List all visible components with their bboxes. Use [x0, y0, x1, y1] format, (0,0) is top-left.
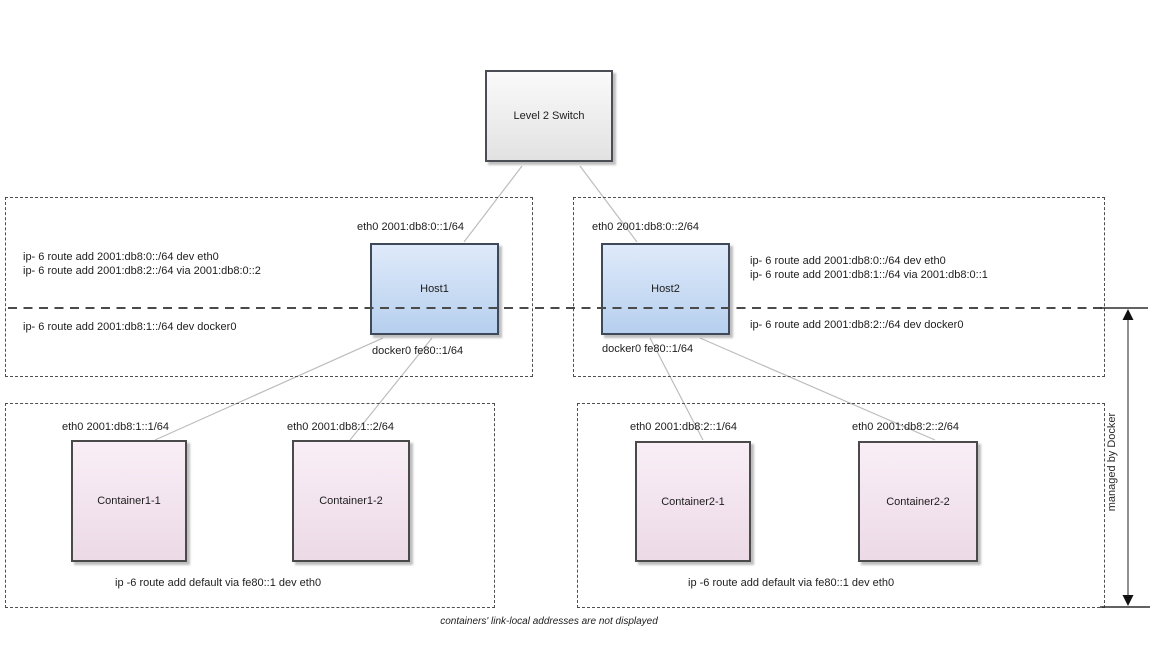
host1-node: Host1 — [370, 243, 499, 335]
host2-route-3: ip- 6 route add 2001:db8:2::/64 dev dock… — [750, 319, 964, 331]
group2-default-route: ip -6 route add default via fe80::1 dev … — [688, 577, 895, 589]
container1-1-node: Container1-1 — [71, 440, 187, 562]
container2-1-eth0-label: eth0 2001:db8:2::1/64 — [630, 421, 738, 433]
host1-routes-docker0: ip- 6 route add 2001:db8:1::/64 dev dock… — [23, 320, 236, 334]
host2-eth0-label: eth0 2001:db8:0::2/64 — [592, 221, 700, 233]
container2-1-label: Container2-1 — [661, 495, 725, 508]
edge-host2-container2-2 — [699, 337, 936, 441]
host1-route-3: ip- 6 route add 2001:db8:1::/64 dev dock… — [23, 321, 237, 333]
host2-routes-docker0: ip- 6 route add 2001:db8:2::/64 dev dock… — [750, 318, 963, 332]
host1-containers-region — [5, 403, 495, 608]
host1-eth0-label: eth0 2001:db8:0::1/64 — [357, 221, 465, 233]
container2-2-node: Container2-2 — [858, 441, 978, 562]
diagram-caption: containers' link-local addresses are not… — [440, 616, 658, 627]
host1-label: Host1 — [420, 283, 449, 295]
container2-2-label: Container2-2 — [886, 495, 950, 508]
edge-host1-container1-1 — [154, 337, 384, 441]
container2-2-eth0-label: eth0 2001:db8:2::2/64 — [852, 421, 960, 433]
managed-by-docker-label: managed by Docker — [1106, 412, 1118, 512]
container1-2-node: Container1-2 — [292, 440, 410, 562]
container1-1-eth0-label: eth0 2001:db8:1::1/64 — [62, 421, 170, 433]
edge-switch-host1 — [463, 165, 523, 243]
host2-containers-region — [577, 403, 1105, 608]
edge-host2-container2-1 — [649, 337, 704, 441]
edge-host1-container1-2 — [349, 337, 433, 441]
group1-default-route: ip -6 route add default via fe80::1 dev … — [115, 577, 322, 589]
host2-label: Host2 — [651, 283, 680, 295]
host1-route-2: ip- 6 route add 2001:db8:2::/64 via 2001… — [23, 265, 261, 277]
host2-routes-eth0: ip- 6 route add 2001:db8:0::/64 dev eth0… — [750, 254, 988, 282]
level2-switch-label: Level 2 Switch — [513, 110, 585, 122]
host2-node: Host2 — [601, 243, 730, 335]
container1-1-label: Container1-1 — [97, 495, 161, 507]
host2-docker0-label: docker0 fe80::1/64 — [602, 343, 694, 355]
host2-route-2: ip- 6 route add 2001:db8:1::/64 via 2001… — [750, 269, 988, 281]
container2-1-node: Container2-1 — [635, 441, 751, 562]
host2-route-1: ip- 6 route add 2001:db8:0::/64 dev eth0 — [750, 255, 946, 267]
host2-region — [573, 197, 1105, 377]
edge-switch-host2 — [579, 165, 638, 243]
level2-switch-node: Level 2 Switch — [485, 70, 613, 162]
host1-route-1: ip- 6 route add 2001:db8:0::/64 dev eth0 — [23, 251, 219, 263]
host1-routes-eth0: ip- 6 route add 2001:db8:0::/64 dev eth0… — [23, 250, 261, 278]
host1-docker0-label: docker0 fe80::1/64 — [372, 345, 464, 357]
container1-2-eth0-label: eth0 2001:db8:1::2/64 — [287, 421, 395, 433]
host1-region — [5, 197, 533, 377]
container1-2-label: Container1-2 — [319, 495, 383, 507]
